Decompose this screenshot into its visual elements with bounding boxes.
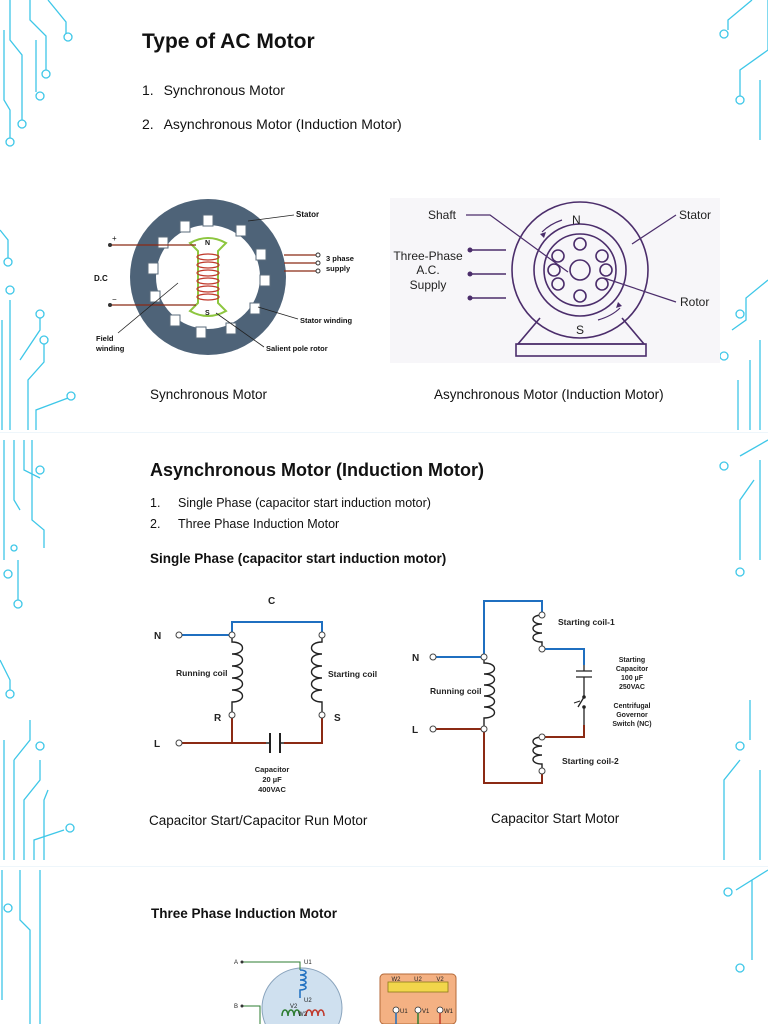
pole-n-label: N [572, 213, 581, 227]
capacitor-label: 400VAC [258, 785, 286, 794]
list-item: 1. Single Phase (capacitor start inducti… [150, 496, 431, 510]
terminal-box-diagram: W2 U2 V2 U1 V1 W1 [379, 973, 457, 1024]
r-terminal-label: R [214, 713, 222, 724]
starting-coil-label: Starting coil [328, 669, 377, 679]
section3-title: Three Phase Induction Motor [151, 906, 338, 921]
starting-coil-2-label: Starting coil-2 [562, 756, 619, 766]
u2-label: U2 [304, 998, 312, 1004]
stator-label: Stator [296, 210, 319, 219]
supply-label: A.C. [416, 263, 439, 277]
dc-label: D.C [94, 274, 108, 283]
terminal-label: U1 [400, 1009, 408, 1015]
list-text: Asynchronous Motor (Induction Motor) [163, 116, 402, 132]
switch-label: Governor [616, 712, 648, 719]
switch-label: Centrifugal [614, 703, 651, 710]
pole-s-label: S [576, 323, 584, 337]
section2-title: Asynchronous Motor (Induction Motor) [150, 460, 484, 480]
s-terminal-label: S [334, 713, 341, 724]
stator-winding-label: Stator winding [300, 316, 352, 325]
list-item: 1. Synchronous Motor [142, 82, 285, 98]
switch-label: Switch (NC) [612, 721, 651, 728]
rotor-s-label: S [205, 310, 210, 317]
running-coil-label: Running coil [176, 668, 227, 678]
l-terminal-label: L [154, 739, 160, 750]
section1-title: Type of AC Motor [142, 30, 315, 53]
list-number: 2. [150, 517, 161, 531]
list-number: 1. [142, 82, 154, 98]
supply-label: supply [326, 264, 351, 273]
circuit-right [719, 0, 768, 973]
page-divider [0, 432, 768, 433]
field-winding-label: winding [95, 344, 125, 353]
supply-label: Three-Phase [393, 249, 463, 263]
subheading: Single Phase (capacitor start induction … [150, 551, 447, 566]
page-divider [0, 866, 768, 867]
u1-label: U1 [304, 960, 312, 966]
rotor-label: Rotor [680, 295, 709, 309]
n-terminal-label: N [412, 653, 419, 664]
v2-label: V2 [290, 1004, 298, 1010]
capacitor-label: 20 µF [262, 775, 282, 784]
list-text: Single Phase (capacitor start induction … [178, 496, 431, 510]
l-terminal-label: L [412, 725, 418, 736]
field-winding-label: Field [96, 334, 114, 343]
capacitor-label: Capacitor [616, 666, 649, 673]
capacitor-label: Starting [619, 657, 645, 664]
figure-caption: Capacitor Start/Capacitor Run Motor [149, 813, 368, 828]
salient-pole-rotor [188, 237, 228, 317]
induction-motor-diagram: Shaft Stator Rotor N S Three-Phase A.C. … [390, 198, 720, 363]
list-item: 2. Three Phase Induction Motor [150, 517, 339, 531]
n-terminal-label: N [154, 631, 161, 642]
a-label: A [234, 960, 238, 966]
list-item: 2. Asynchronous Motor (Induction Motor) [142, 116, 402, 132]
stator-label: Stator [679, 208, 711, 222]
shaft-label: Shaft [428, 208, 457, 222]
terminal-label: U2 [414, 977, 422, 983]
list-number: 2. [142, 116, 154, 132]
running-coil-label: Running coil [430, 686, 481, 696]
terminal-label: W2 [392, 977, 402, 983]
list-text: Three Phase Induction Motor [178, 517, 340, 531]
c-label: C [268, 596, 275, 607]
dc-minus-label: − [112, 295, 117, 304]
supply-label: 3 phase [326, 254, 354, 263]
salient-pole-rotor-label: Salient pole rotor [266, 344, 328, 353]
circuit-left [0, 0, 76, 1024]
rotor-n-label: N [205, 240, 210, 247]
terminal-label: V1 [422, 1009, 430, 1015]
capacitor-label: 250VAC [619, 684, 645, 691]
list-number: 1. [150, 496, 161, 510]
capacitor-run-circuit: C N L R S Running coil Starting coil Cap… [154, 596, 377, 794]
dc-plus-label: + [112, 234, 117, 243]
starting-coil-1-label: Starting coil-1 [558, 617, 615, 627]
terminal-label: V2 [436, 977, 444, 983]
figure-caption: Asynchronous Motor (Induction Motor) [434, 387, 664, 402]
synchronous-motor-diagram: N S Stator 3 phase supply + − D.C Field … [94, 199, 354, 355]
capacitor-label: Capacitor [255, 765, 290, 774]
list-text: Synchronous Motor [163, 82, 285, 98]
figure-caption: Capacitor Start Motor [491, 811, 620, 826]
w2-label: W2 [298, 1012, 308, 1018]
capacitor-start-circuit: N L Running coil Starting coil-1 Startin… [412, 600, 652, 784]
terminal-label: W1 [444, 1009, 454, 1015]
b-label: B [234, 1004, 238, 1010]
capacitor-label: 100 µF [621, 675, 644, 682]
figure-caption: Synchronous Motor [150, 387, 268, 402]
three-phase-motor-diagram: A B U1 U2 V2 W2 [234, 960, 343, 1024]
supply-label: Supply [410, 278, 447, 292]
